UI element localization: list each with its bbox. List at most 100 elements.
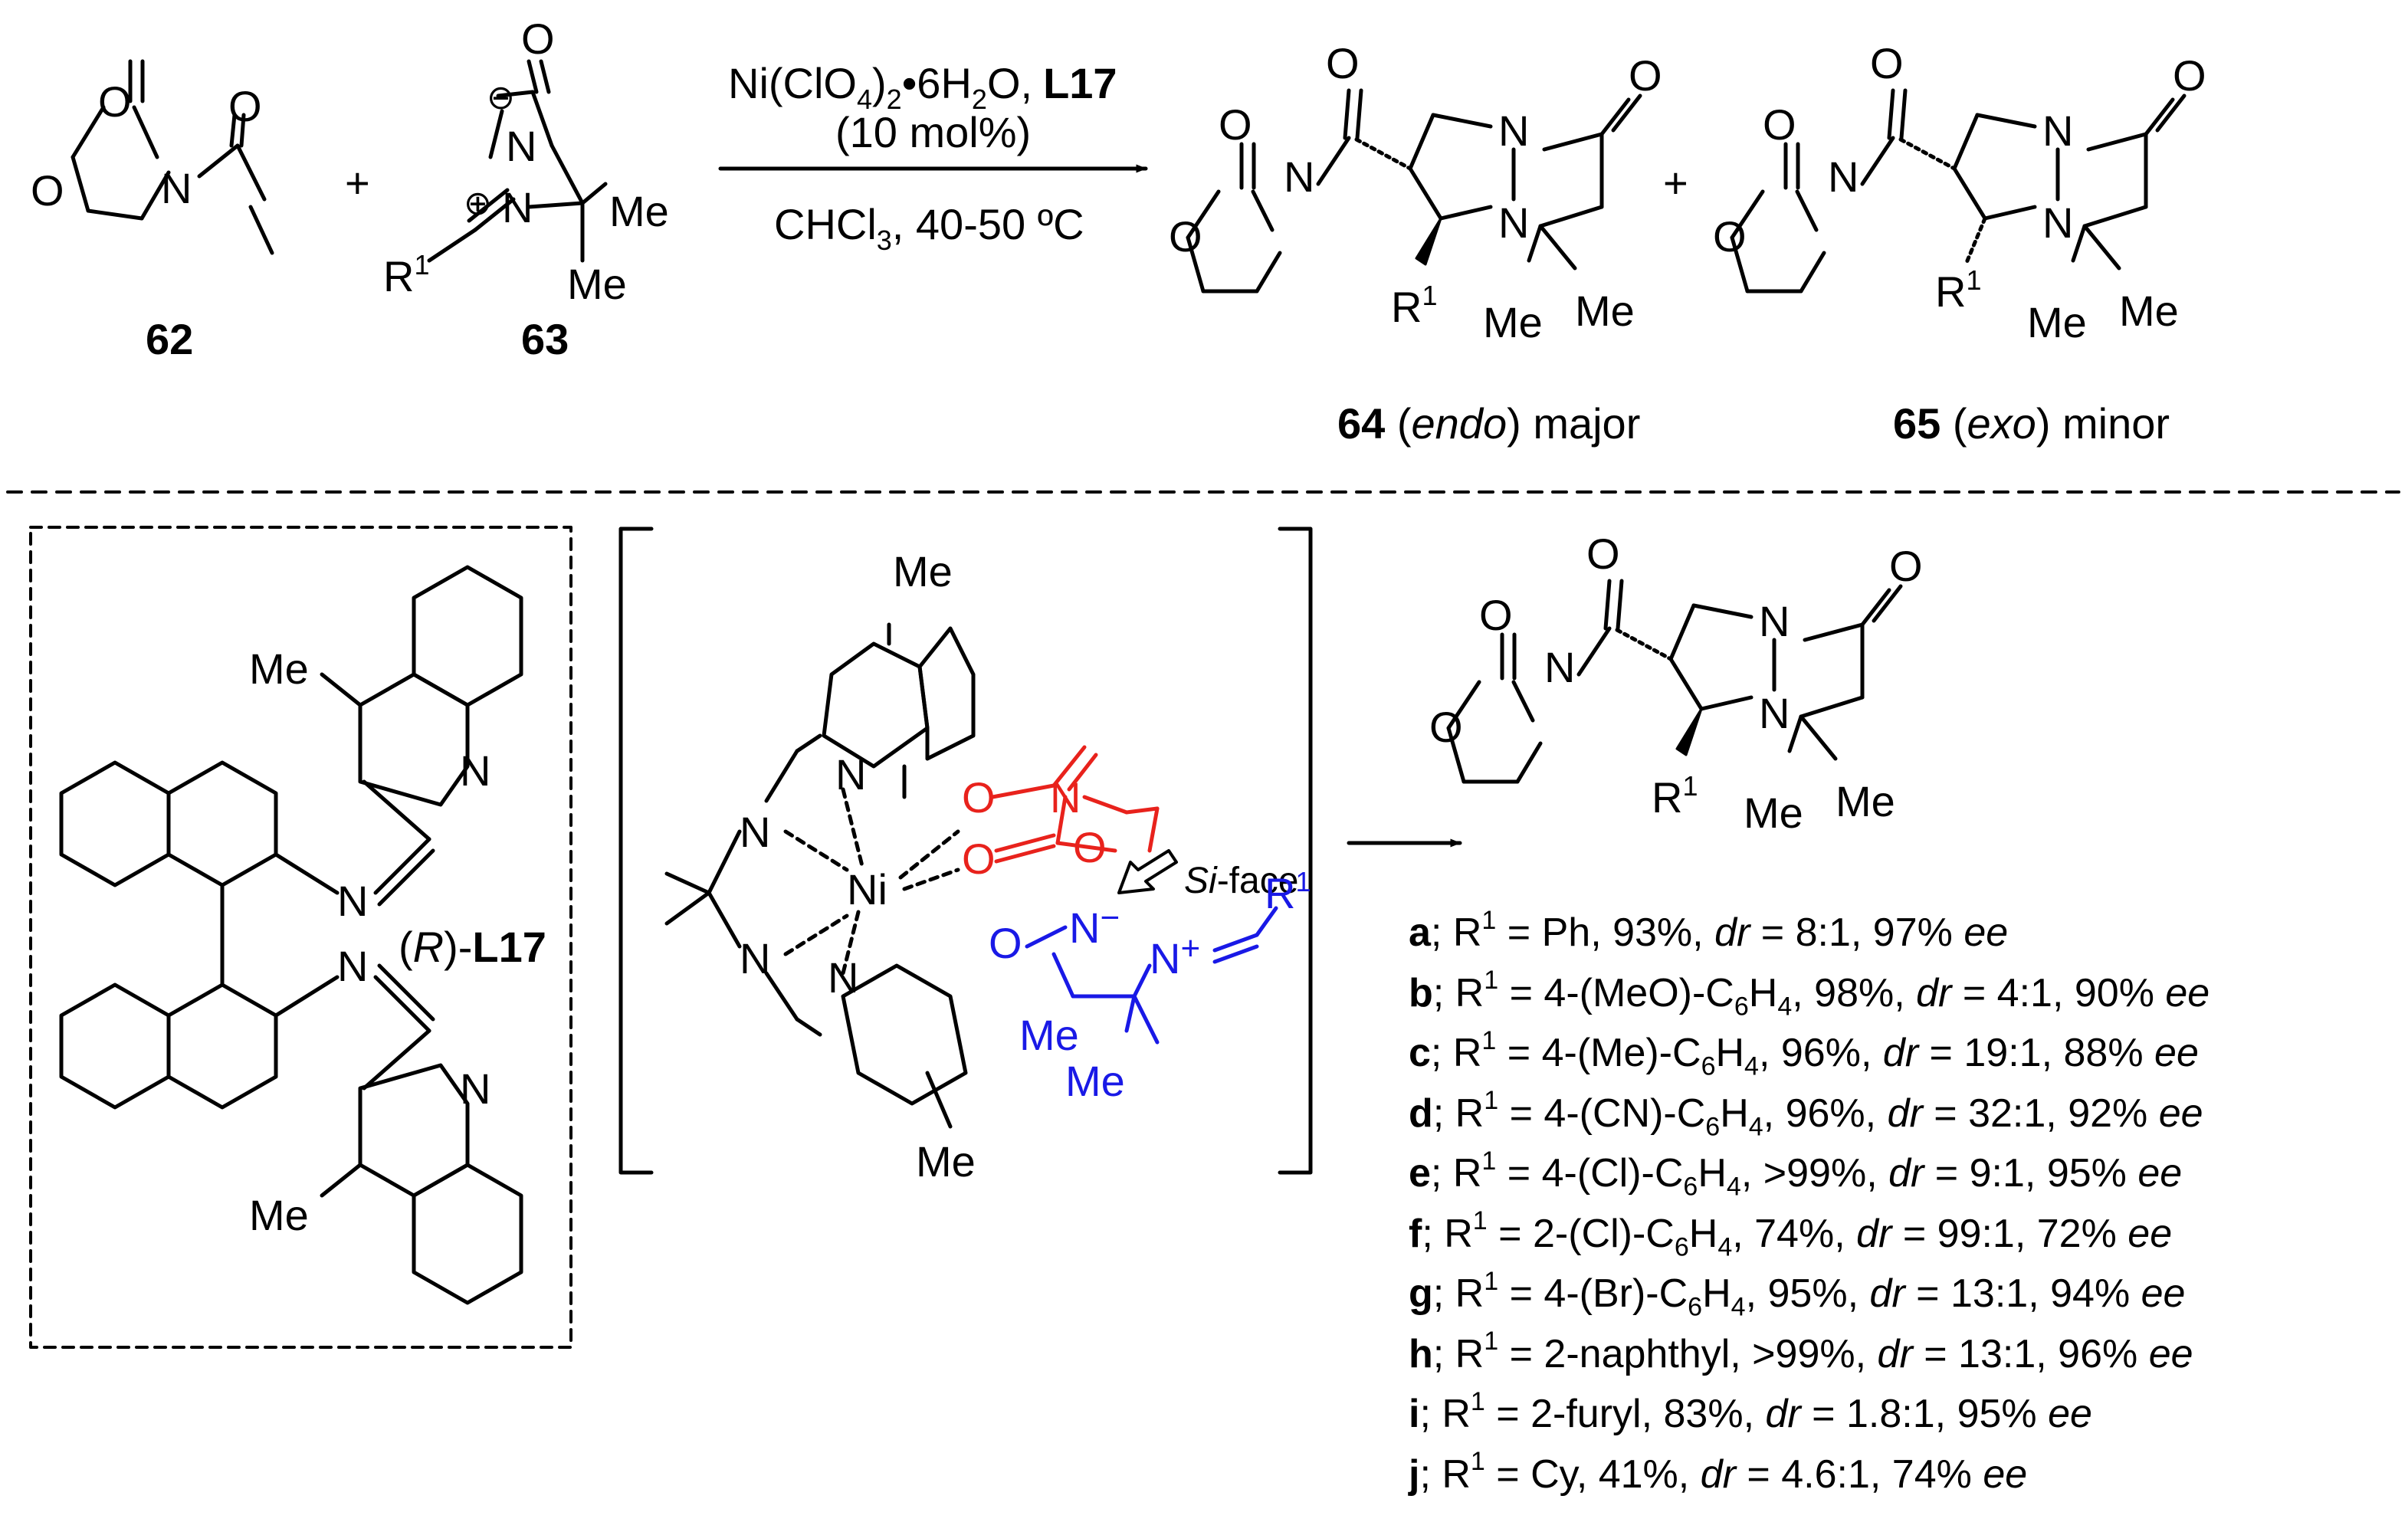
compound-62-structure bbox=[71, 59, 274, 255]
minus-charge: ⊖ bbox=[487, 79, 515, 116]
transition-state-structure bbox=[664, 622, 976, 1129]
atom-label-blue: N− bbox=[1069, 899, 1120, 952]
methyl-label: Me bbox=[249, 645, 309, 693]
atom-label-blue: N+ bbox=[1150, 930, 1200, 982]
plus-sign: + bbox=[345, 159, 370, 207]
compound-63-structure bbox=[427, 59, 608, 263]
atom-label: N bbox=[337, 877, 368, 925]
compound-64-structure bbox=[1186, 88, 1642, 294]
atom-label: N bbox=[2042, 107, 2073, 155]
reagent-line-2: (10 mol%) bbox=[835, 108, 1031, 156]
conditions: CHCl3, 40-50 ºC bbox=[774, 200, 1084, 256]
result-entry-f: f; R1 = 2-(Cl)-C6H4, 74%, dr = 99:1, 72%… bbox=[1409, 1206, 2173, 1261]
result-entry-e: e; R1 = 4-(Cl)-C6H4, >99%, dr = 9:1, 95%… bbox=[1409, 1146, 2183, 1202]
methyl-label: Me bbox=[1483, 298, 1543, 346]
atom-label: N bbox=[1759, 689, 1790, 737]
ts-bracket-left bbox=[618, 526, 654, 1175]
atom-label: O bbox=[1870, 39, 1904, 87]
methyl-label: Me bbox=[2119, 287, 2179, 335]
atom-label: N bbox=[1284, 153, 1314, 201]
ligand-L17-structure bbox=[59, 565, 523, 1305]
si-face-arrow bbox=[1117, 849, 1178, 894]
plus-sign: + bbox=[1663, 159, 1688, 207]
atom-label-red: O bbox=[1073, 823, 1107, 871]
result-entry-a: a; R1 = Ph, 93%, dr = 8:1, 97% ee bbox=[1409, 905, 2009, 955]
r1-label: R1 bbox=[383, 249, 429, 300]
methyl-label: Me bbox=[2027, 298, 2087, 346]
atom-label-blue: O bbox=[989, 919, 1022, 967]
ligand-box bbox=[29, 526, 572, 1349]
atom-label-red: O bbox=[962, 835, 996, 883]
methyl-label-blue: Me bbox=[1019, 1011, 1079, 1059]
result-entry-d: d; R1 = 4-(CN)-C6H4, 96%, dr = 32:1, 92%… bbox=[1409, 1086, 2203, 1141]
atom-label-red: N bbox=[1050, 773, 1081, 822]
methyl-label-blue: Me bbox=[1065, 1057, 1125, 1105]
r1-label: R1 bbox=[1391, 280, 1437, 331]
atom-label: O bbox=[1479, 591, 1513, 639]
atom-label: O bbox=[1219, 100, 1252, 149]
compound-label-63: 63 bbox=[521, 315, 569, 363]
atom-label: N bbox=[161, 164, 192, 212]
atom-label: O bbox=[228, 82, 262, 130]
atom-label: O bbox=[2173, 51, 2206, 100]
wedge-bond bbox=[1675, 707, 1703, 756]
result-entry-b: b; R1 = 4-(MeO)-C6H4, 98%, dr = 4:1, 90%… bbox=[1409, 966, 2210, 1021]
nickel-label: Ni bbox=[847, 865, 887, 914]
general-product-structure bbox=[1446, 579, 1903, 784]
si-face-label: Si-face bbox=[1184, 861, 1298, 901]
atom-label: N bbox=[740, 808, 770, 856]
atom-label: O bbox=[31, 166, 64, 215]
atom-label: O bbox=[1629, 51, 1662, 100]
plus-charge: ⊕ bbox=[464, 185, 492, 222]
atom-label: O bbox=[1763, 100, 1796, 149]
ts-bracket-right bbox=[1278, 526, 1313, 1175]
atom-label-red: O bbox=[962, 773, 996, 822]
dipolarophile-red bbox=[990, 745, 1160, 864]
atom-label: N bbox=[460, 746, 490, 795]
result-entry-j: j; R1 = Cy, 41%, dr = 4.6:1, 74% ee bbox=[1409, 1447, 2028, 1497]
r1-label: R1 bbox=[1652, 770, 1698, 822]
methyl-label: Me bbox=[609, 187, 669, 235]
r1-label-blue: R1 bbox=[1265, 866, 1311, 917]
result-entry-i: i; R1 = 2-furyl, 83%, dr = 1.8:1, 95% ee bbox=[1409, 1386, 2092, 1436]
atom-label: N bbox=[1498, 198, 1529, 247]
atom-label: N bbox=[506, 122, 536, 170]
methyl-label: Me bbox=[1836, 777, 1895, 825]
reagent-line-1: Ni(ClO4)2•6H2O,L17 bbox=[728, 59, 1117, 115]
compound-label-62: 62 bbox=[146, 315, 193, 363]
atom-label: N bbox=[1759, 597, 1790, 645]
atom-label: N bbox=[337, 942, 368, 990]
result-entry-h: h; R1 = 2-naphthyl, >99%, dr = 13:1, 96%… bbox=[1409, 1327, 2193, 1376]
wedge-bond bbox=[1415, 217, 1442, 266]
methyl-label: Me bbox=[1575, 287, 1635, 335]
ligand-name: (R)-L17 bbox=[399, 923, 546, 971]
atom-label: O bbox=[1429, 703, 1463, 751]
atom-label: N bbox=[835, 750, 866, 799]
atom-label: N bbox=[460, 1064, 490, 1113]
atom-label: N bbox=[1544, 643, 1575, 691]
atom-label: N bbox=[1498, 107, 1529, 155]
methyl-label: Me bbox=[249, 1191, 309, 1239]
atom-label: O bbox=[1169, 212, 1202, 261]
atom-label: N bbox=[2042, 198, 2073, 247]
result-entry-g: g; R1 = 4-(Br)-C6H4, 95%, dr = 13:1, 94%… bbox=[1409, 1266, 2186, 1322]
r1-label: R1 bbox=[1935, 264, 1981, 316]
substrate-results-list: a; R1 = Ph, 93%, dr = 8:1, 97% ee b; R1 =… bbox=[1409, 903, 2210, 1504]
atom-label: N bbox=[740, 934, 770, 982]
atom-label: O bbox=[1889, 542, 1923, 590]
methyl-label: Me bbox=[893, 547, 953, 595]
methyl-label: Me bbox=[567, 260, 627, 308]
compound-65-structure bbox=[1730, 88, 2187, 294]
methyl-label: Me bbox=[1744, 789, 1803, 837]
atom-label: O bbox=[1326, 39, 1360, 87]
atom-label: O bbox=[1586, 530, 1620, 578]
atom-label: O bbox=[98, 77, 132, 126]
atom-label: O bbox=[1713, 212, 1747, 261]
product-64-label: 64 (endo) major bbox=[1337, 399, 1640, 448]
methyl-label: Me bbox=[916, 1137, 976, 1186]
atom-label: N bbox=[828, 953, 858, 1002]
product-65-label: 65 (exo) minor bbox=[1893, 399, 2170, 448]
result-entry-c: c; R1 = 4-(Me)-C6H4, 96%, dr = 19:1, 88%… bbox=[1409, 1025, 2199, 1081]
atom-label: O bbox=[521, 15, 555, 63]
